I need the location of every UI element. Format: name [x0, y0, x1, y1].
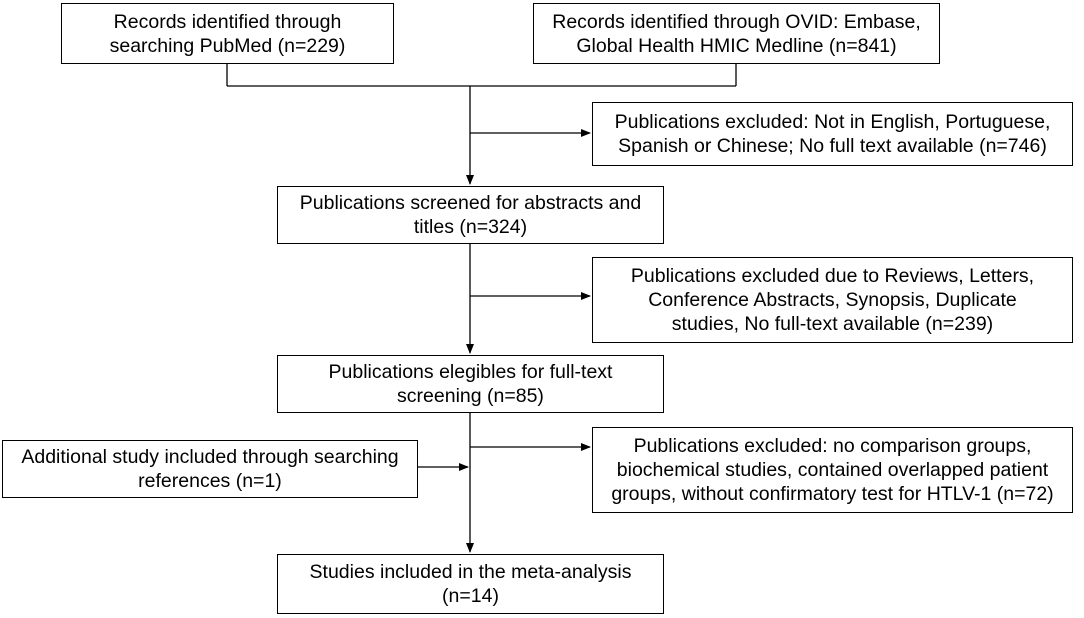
- screened-text: Publications screened for abstracts and …: [299, 192, 642, 238]
- excluded-reviews-box: Publications excluded due to Reviews, Le…: [592, 257, 1073, 343]
- additional-study-text: Additional study included through search…: [21, 446, 399, 492]
- records-ovid-box: Records identified through OVID: Embase,…: [533, 3, 940, 64]
- eligible-box: Publications elegibles for full-text scr…: [277, 355, 664, 413]
- excluded-language-text: Publications excluded: Not in English, P…: [614, 111, 1051, 157]
- additional-study-box: Additional study included through search…: [2, 440, 418, 498]
- included-studies-text: Studies included in the meta-analysis (n…: [309, 561, 632, 607]
- records-pubmed-text: Records identified through searching Pub…: [109, 10, 346, 57]
- records-pubmed-box: Records identified through searching Pub…: [61, 3, 394, 64]
- excluded-comparison-box: Publications excluded: no comparison gro…: [592, 427, 1073, 513]
- eligible-text: Publications elegibles for full-text scr…: [328, 361, 613, 407]
- records-ovid-text: Records identified through OVID: Embase,…: [552, 10, 921, 57]
- excluded-language-box: Publications excluded: Not in English, P…: [592, 102, 1073, 166]
- screened-box: Publications screened for abstracts and …: [277, 186, 664, 244]
- included-studies-box: Studies included in the meta-analysis (n…: [277, 554, 664, 614]
- excluded-reviews-text: Publications excluded due to Reviews, Le…: [630, 265, 1035, 335]
- excluded-comparison-text: Publications excluded: no comparison gro…: [611, 435, 1054, 505]
